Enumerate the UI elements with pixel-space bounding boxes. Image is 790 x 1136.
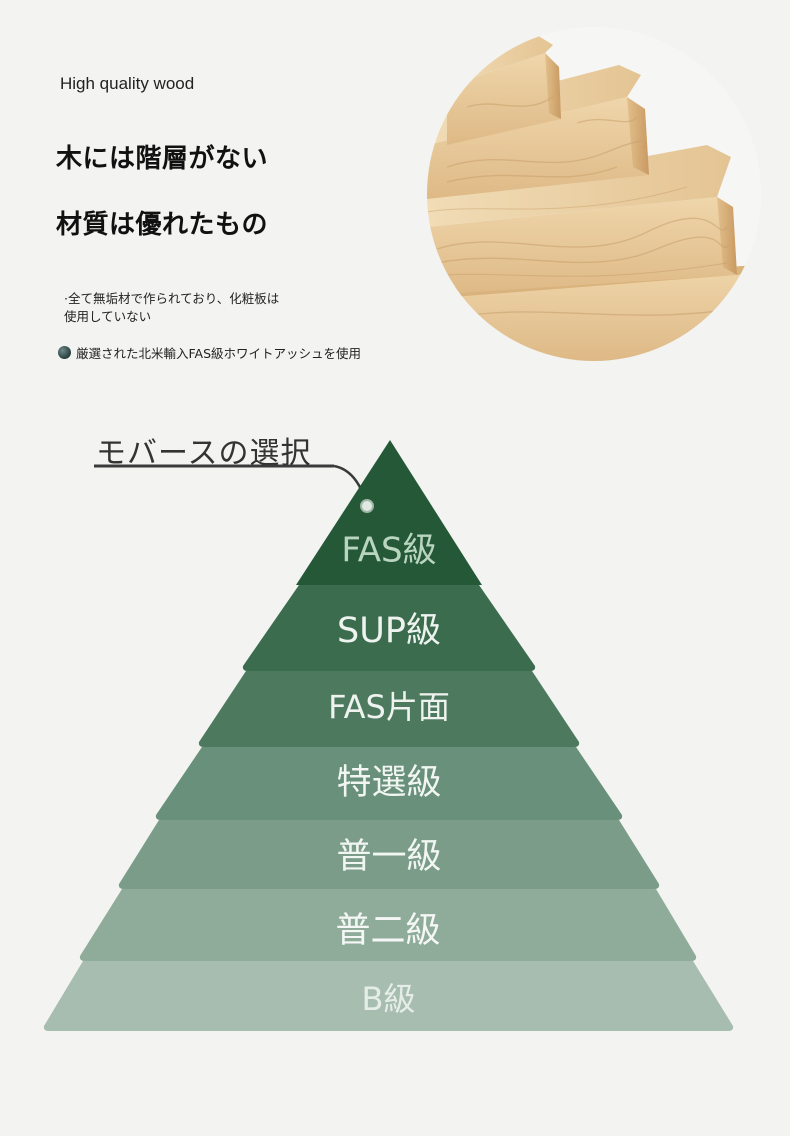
material-note-line-1: ·全て無垢材で作られており、化粧板は <box>64 291 280 306</box>
pyramid-tier-label-1: FAS級 <box>341 531 436 571</box>
wood-source-note: 厳選された北米輸入FAS級ホワイトアッシュを使用 <box>58 343 361 362</box>
pyramid-tier-5 <box>118 820 660 889</box>
wood-boards-photo <box>427 27 761 361</box>
material-note: ·全て無垢材で作られており、化粧板は 使用していない <box>64 290 334 326</box>
eyebrow-text: High quality wood <box>60 74 195 93</box>
pyramid-tier-7 <box>43 961 734 1031</box>
pyramid-tier-6 <box>79 889 697 961</box>
wood-source-text: 厳選された北米輸入FAS級ホワイトアッシュを使用 <box>76 346 362 361</box>
pyramid-tier-1 <box>296 440 482 585</box>
pyramid-tier-label-2: SUP級 <box>337 611 441 651</box>
pointer-dot-icon <box>360 499 374 513</box>
pyramid-tier-label-6: 普二級 <box>335 911 440 951</box>
pyramid-tier-label-7: B級 <box>362 980 416 1018</box>
pyramid-tier-label-3: FAS片面 <box>328 688 450 726</box>
pyramid-tier-2 <box>242 585 536 671</box>
headline-primary: 木には階層がない <box>56 144 269 174</box>
globe-dot-icon <box>58 346 71 359</box>
pyramid-tier-label-5: 普一級 <box>336 837 441 877</box>
wood-boards-illustration <box>427 27 761 361</box>
headline-secondary: 材質は優れたもの <box>56 210 269 240</box>
pyramid-tier-3 <box>198 671 580 747</box>
pyramid-tier-label-4: 特選級 <box>336 763 441 803</box>
material-note-line-2: 使用していない <box>64 309 152 324</box>
pyramid-tier-4 <box>155 747 623 820</box>
